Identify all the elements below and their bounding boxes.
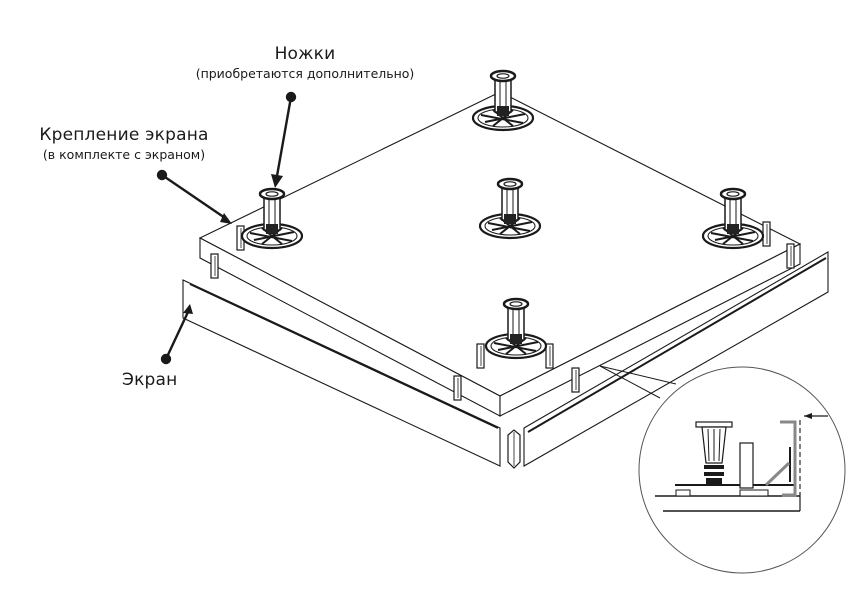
callout-arrows (156, 91, 297, 365)
callout-legs: Ножки (приобретаются дополнительно) (160, 44, 450, 81)
callout-screen: Экран (122, 370, 177, 390)
mount-clip (786, 243, 795, 269)
callout-legs-title: Ножки (274, 44, 336, 64)
callout-mount-note: (в комплекте с экраном) (42, 147, 206, 162)
mount-clip (453, 375, 462, 401)
mount-clip (571, 367, 580, 393)
mount-clip (762, 221, 771, 247)
detail-view (638, 366, 846, 574)
corner-connector (507, 429, 521, 469)
screen-panel-left (182, 279, 501, 467)
callout-mount-title: Крепление экрана (39, 125, 209, 145)
detail-leader (599, 365, 677, 399)
mount-clip (476, 343, 485, 369)
mount-clip (210, 253, 219, 279)
callout-screen-mount: Крепление экрана (в комплекте с экраном) (14, 125, 234, 162)
mount-clip (545, 343, 554, 369)
callout-legs-note: (приобретаются дополнительно) (195, 66, 415, 81)
callout-screen-title: Экран (122, 370, 178, 390)
screen-panel-right (523, 251, 829, 467)
